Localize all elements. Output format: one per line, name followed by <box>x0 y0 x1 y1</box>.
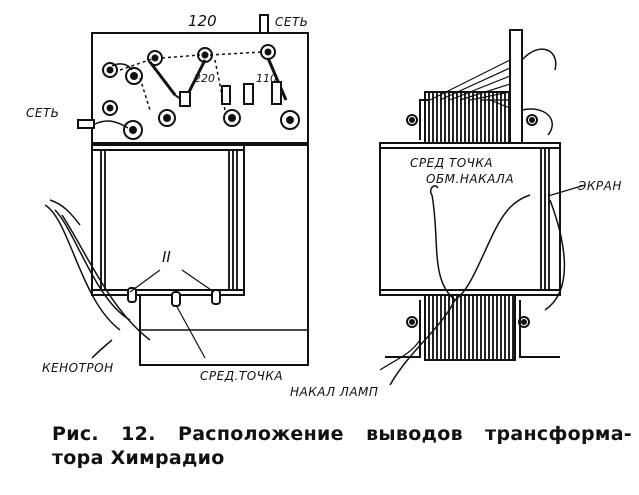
figure-caption: Рис. 12. Расположение выводов трансформа… <box>52 422 632 470</box>
caption-line-2: тора Химрадио <box>52 447 225 469</box>
mains-tab-left <box>77 119 95 129</box>
label-roman-ii: II <box>162 248 171 266</box>
label-sred-tochka-right-2: ОБМ.НАКАЛА <box>426 172 514 186</box>
label-sred-tochka-right-1: СРЕД ТОЧКА <box>410 156 493 170</box>
transformer-diagram: 120 СЕТЬ СЕТЬ 220 110 II КЕНОТРОН СРЕД.Т… <box>26 12 622 399</box>
coil-front <box>91 144 245 296</box>
label-110: 110 <box>256 72 277 85</box>
label-kenotron: КЕНОТРОН <box>42 361 114 375</box>
coil-side <box>379 142 561 296</box>
label-sred-tochka-left: СРЕД.ТОЧКА <box>200 369 283 383</box>
label-nakal-lamp: НАКАЛ ЛАМП <box>290 385 378 399</box>
label-120: 120 <box>188 12 217 30</box>
label-set-top: СЕТЬ <box>275 15 309 29</box>
label-220: 220 <box>194 72 215 85</box>
caption-line-1: Рис. 12. Расположение выводов трансформа… <box>52 423 632 445</box>
label-set-left: СЕТЬ <box>26 106 60 120</box>
side-view <box>379 29 586 386</box>
terminal-strip <box>509 29 523 147</box>
front-view <box>44 14 309 366</box>
mains-tab-top <box>259 14 269 34</box>
label-ekran: ЭКРАН <box>577 179 622 193</box>
